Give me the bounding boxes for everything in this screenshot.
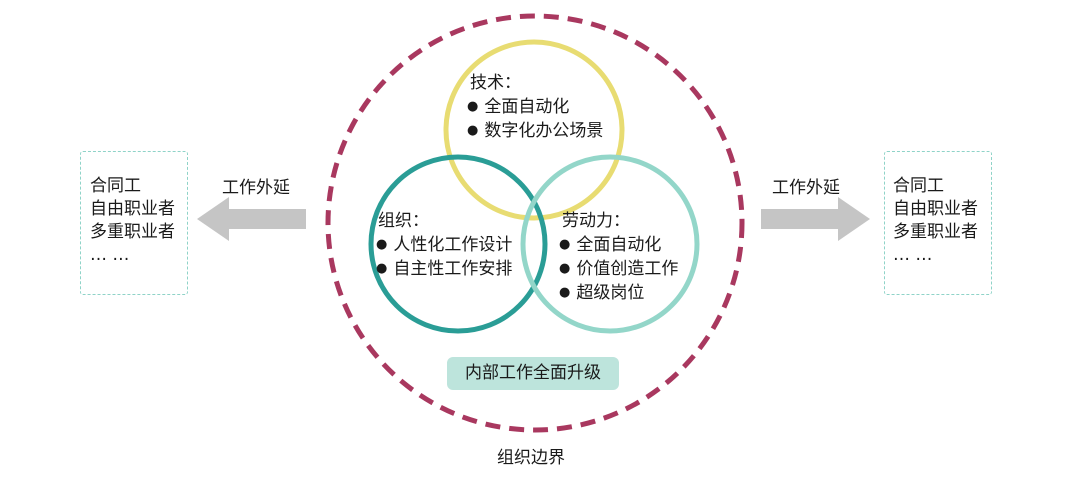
org-heading: 组织：: [378, 211, 429, 231]
list-item: 多重职业者: [893, 222, 978, 242]
list-item: 多重职业者: [90, 222, 175, 242]
right-external-box: [884, 151, 992, 295]
list-item: … …: [90, 245, 130, 265]
right-external-list: 合同工 自由职业者 多重职业者 … …: [893, 175, 978, 267]
labor-circle: [520, 154, 700, 334]
org-item: 自主性工作安排: [376, 257, 512, 283]
org-item: 人性化工作设计: [376, 233, 512, 259]
right-arrow: [761, 197, 870, 241]
list-item: 自由职业者: [893, 199, 978, 219]
left-external-box: [80, 151, 188, 295]
labor-item: 全面自动化: [559, 233, 661, 259]
organization-boundary-circle: [325, 13, 745, 433]
right-arrow-label: 工作外延: [772, 178, 840, 198]
left-arrow-label: 工作外延: [222, 178, 290, 198]
internal-upgrade-badge: 内部工作全面升级: [447, 357, 619, 390]
tech-circle: [443, 39, 625, 221]
tech-heading: 技术：: [470, 73, 521, 93]
tech-item: 数字化办公场景: [467, 119, 603, 145]
list-item: … …: [893, 245, 933, 265]
tech-item: 全面自动化: [467, 95, 569, 121]
list-item: 合同工: [893, 176, 944, 196]
list-item: 自由职业者: [90, 199, 175, 219]
boundary-label: 组织边界: [497, 448, 565, 468]
labor-item: 超级岗位: [559, 281, 644, 307]
labor-item: 价值创造工作: [559, 257, 678, 283]
left-arrow: [197, 197, 306, 241]
list-item: 合同工: [90, 176, 141, 196]
left-external-list: 合同工 自由职业者 多重职业者 … …: [90, 175, 175, 267]
org-circle: [368, 154, 548, 334]
labor-heading: 劳动力：: [562, 211, 630, 231]
